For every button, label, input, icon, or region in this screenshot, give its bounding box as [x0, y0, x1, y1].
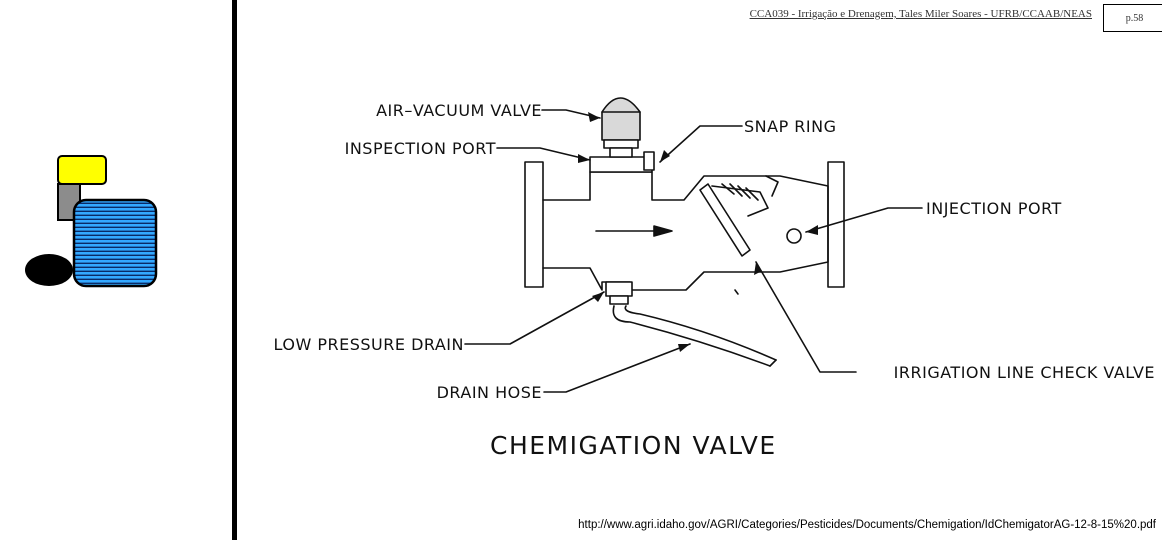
course-header: CCA039 - Irrigação e Drenagem, Tales Mil…: [749, 8, 1092, 20]
page-number: p.58: [1103, 4, 1162, 32]
label-irrigation-line-check-valve: IRRIGATION LINE CHECK VALVE: [894, 363, 1155, 382]
irrigation-logo-icon: [25, 155, 158, 288]
label-air-vacuum-valve: AIR–VACUUM VALVE: [376, 101, 542, 120]
label-drain-hose: DRAIN HOSE: [437, 383, 542, 402]
label-injection-port: INJECTION PORT: [926, 199, 1062, 218]
vertical-divider: [232, 0, 237, 540]
label-snap-ring: SNAP RING: [744, 117, 837, 136]
label-inspection-port: INSPECTION PORT: [345, 139, 496, 158]
diagram-title: CHEMIGATION VALVE: [490, 431, 777, 460]
label-low-pressure-drain: LOW PRESSURE DRAIN: [274, 335, 464, 354]
source-url: http://www.agri.idaho.gov/AGRI/Categorie…: [578, 519, 1156, 531]
